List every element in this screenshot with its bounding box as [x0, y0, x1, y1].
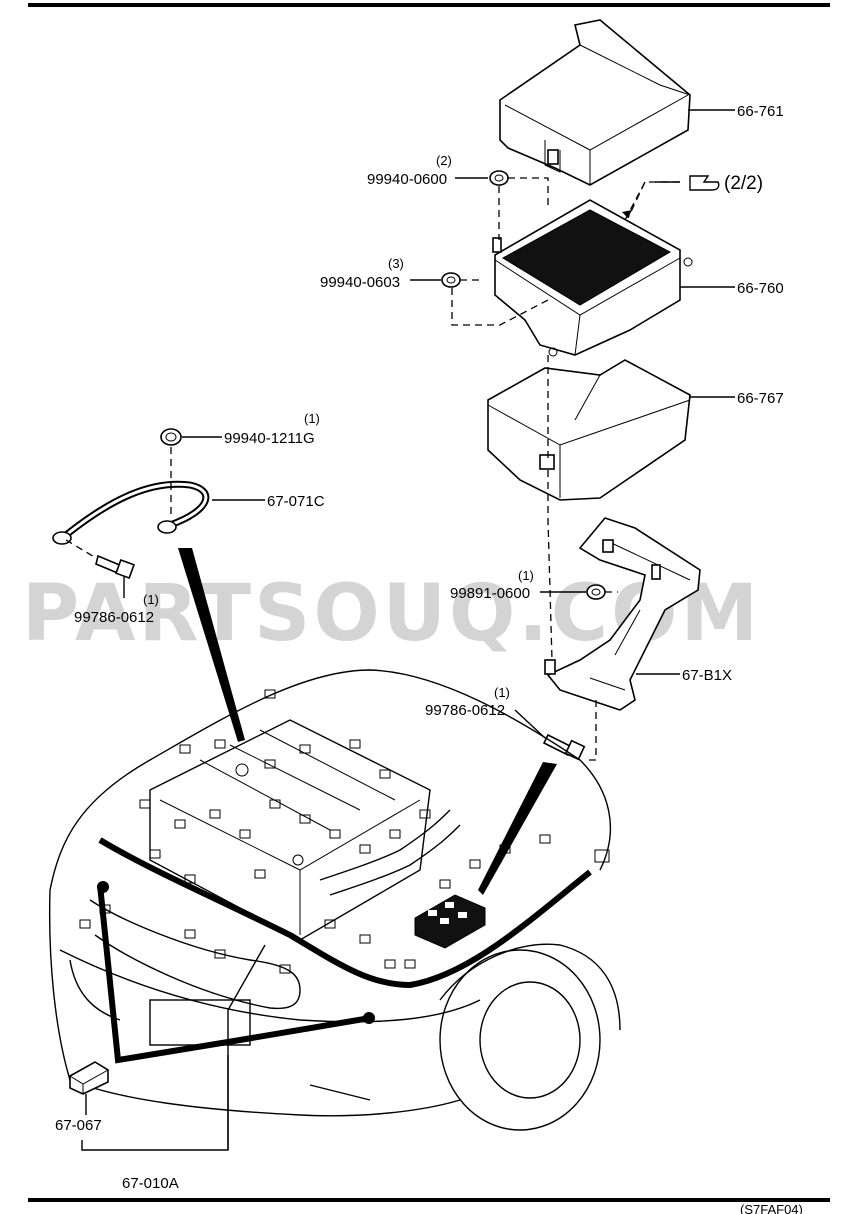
footer-code: (S7FAF04): [740, 1202, 803, 1214]
ground-cable[interactable]: [52, 480, 210, 545]
connector-67-067[interactable]: [69, 1061, 109, 1095]
harness-connectors: [79, 689, 610, 974]
callout-67-071c: 67-071C: [267, 493, 325, 510]
nut-99940-0600[interactable]: [489, 170, 509, 186]
nut-99891-0600[interactable]: [586, 584, 606, 600]
pointer-ground-to-engine: [178, 548, 245, 742]
callout-99786-0612-right: 99786-0612: [425, 702, 505, 719]
nut-99940-0603[interactable]: [441, 272, 461, 288]
relay-block: [414, 894, 486, 949]
vehicle-front: [48, 669, 621, 1131]
qty-99940-0603: (3): [388, 256, 404, 271]
callout-99786-0612-left: 99786-0612: [74, 609, 154, 626]
callout-66-767: 66-767: [737, 390, 784, 407]
qty-99940-0600: (2): [436, 153, 452, 168]
callout-99940-0600: 99940-0600: [367, 171, 447, 188]
qty-99786-0612-right: (1): [494, 685, 510, 700]
bolt-left[interactable]: [95, 554, 135, 579]
fuse-box-opening: [502, 209, 672, 306]
bolt-right[interactable]: [542, 733, 586, 761]
qty-99786-0612-left: (1): [143, 592, 159, 607]
mounting-bracket[interactable]: [544, 517, 701, 711]
qty-99891-0600: (1): [518, 568, 534, 583]
fuse-box-cover[interactable]: [499, 19, 691, 186]
callout-67-010a: 67-010A: [122, 1175, 179, 1192]
callout-66-761: 66-761: [737, 103, 784, 120]
callout-67-067: 67-067: [55, 1117, 102, 1134]
nut-99940-1211g[interactable]: [160, 428, 182, 446]
callout-99891-0600: 99891-0600: [450, 585, 530, 602]
fuse-box-lower-case[interactable]: [487, 359, 691, 501]
main-harness[interactable]: [97, 837, 592, 1064]
fuse-box[interactable]: [492, 199, 693, 357]
qty-99940-1211g: (1): [304, 411, 320, 426]
callout-67-b1x: 67-B1X: [682, 667, 732, 684]
pointer-box-to-engine: [478, 762, 557, 895]
assembly-lines: [65, 177, 646, 761]
leader-lines: [81, 109, 735, 1151]
hand-pointer-icon: [689, 175, 720, 191]
callout-99940-1211g: 99940-1211G: [224, 430, 315, 447]
callout-66-760: 66-760: [737, 280, 784, 297]
reference-text: (2/2): [724, 173, 763, 194]
reference-link[interactable]: (2/2): [689, 173, 763, 194]
callout-99940-0603: 99940-0603: [320, 274, 400, 291]
